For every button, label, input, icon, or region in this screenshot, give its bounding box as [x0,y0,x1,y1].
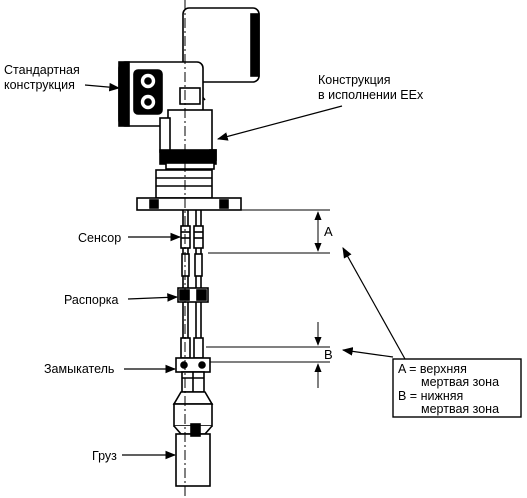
label-weight: Груз [92,449,117,463]
closer [175,357,211,393]
legend-a-line2: мертвая зона [421,375,499,389]
label-standard-line1: Стандартная [4,63,80,77]
arrow-legend-b [341,347,394,358]
dimension-a-label: A [324,224,333,239]
arrow-spacer [127,293,179,302]
upper-rods [180,210,204,288]
label-eex-line1: Конструкция [318,73,391,87]
spacer [177,287,209,303]
dimension-b [206,322,330,388]
label-eex-line2: в исполнении EEx [318,88,424,102]
label-sensor: Сенсор [78,231,121,245]
lower-rods [180,302,204,359]
arrow-eex [216,105,343,141]
legend-box: A = верхняя мертвая зона B = нижняя мерт… [392,358,522,418]
label-closer: Замыкатель [44,362,114,376]
label-standard-line2: конструкция [4,78,75,92]
standard-housing [118,61,204,127]
arrow-legend-a [342,247,406,360]
legend-b-line1: B = нижняя [398,389,463,403]
device-drawing [118,0,260,498]
dimension-a [208,209,330,254]
dimension-b-label: B [324,347,333,362]
legend-a-line1: A = верхняя [398,362,467,376]
weight [172,391,214,487]
arrow-standard [84,82,121,92]
label-spacer: Распорка [64,293,119,307]
legend-b-line2: мертвая зона [421,402,499,416]
neck [159,109,217,170]
flange [136,169,242,211]
